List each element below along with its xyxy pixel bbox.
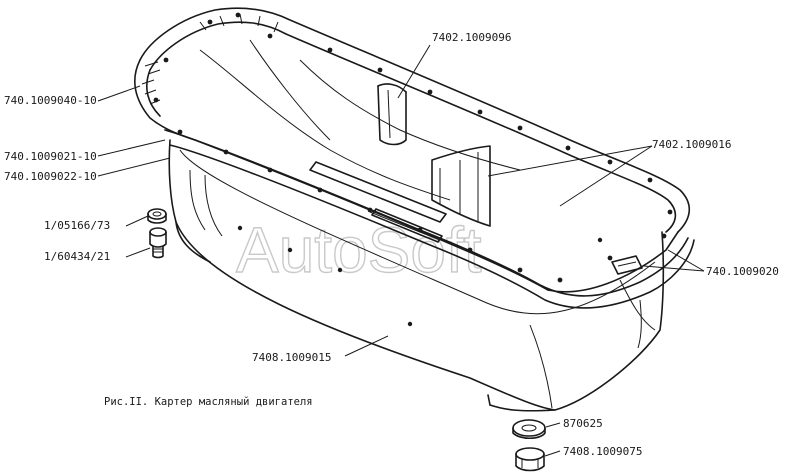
drain-plug-part [515, 447, 545, 472]
watermark: AutoSoft [236, 214, 482, 286]
bolt-part [149, 227, 167, 259]
label-baffle-front: 7402.1009016 [652, 138, 731, 151]
label-pan: 7408.1009015 [252, 351, 331, 364]
pan-flange [134, 7, 690, 293]
pickup-bracket [309, 161, 447, 243]
label-washer: 1/05166/73 [44, 219, 110, 232]
rear-baffle [377, 83, 407, 146]
rim-bolt-holes [153, 12, 673, 283]
label-gasket-mid: 740.1009021-10 [4, 150, 97, 163]
figure-caption: Рис.II. Картер масляный двигателя [104, 396, 313, 408]
drain-washer-part [512, 419, 546, 440]
label-bolt: 1/60434/21 [44, 250, 110, 263]
label-drain-plug: 7408.1009075 [563, 445, 642, 458]
washer-part [147, 208, 167, 224]
label-drain-washer: 870625 [563, 417, 603, 430]
oil-pan [164, 129, 695, 412]
front-baffle [431, 145, 491, 227]
label-gasket-low: 740.1009022-10 [4, 170, 97, 183]
leader-lines [97, 44, 705, 457]
side-bracket [611, 255, 643, 275]
label-gasket-top: 740.1009040-10 [4, 94, 97, 107]
label-bracket: 740.1009020 [706, 265, 779, 278]
label-baffle-rear: 7402.1009096 [432, 31, 511, 44]
pan-interior [199, 39, 521, 201]
